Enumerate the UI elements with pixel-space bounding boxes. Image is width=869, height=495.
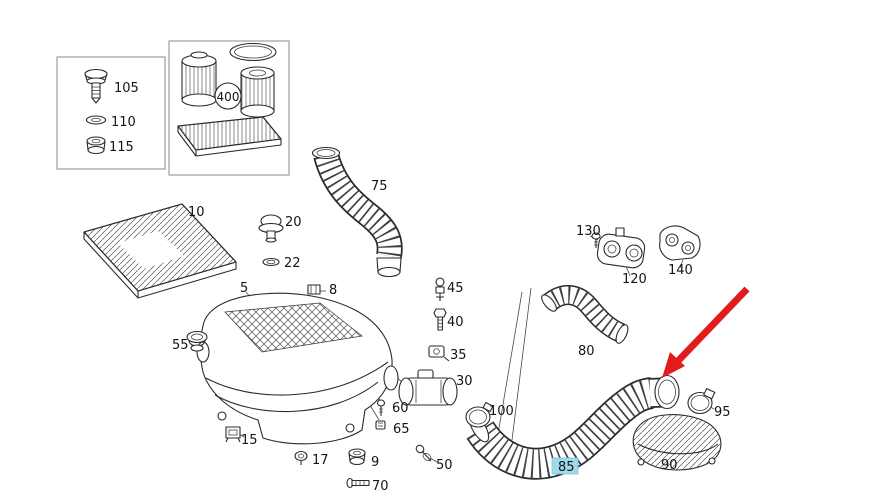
sensor-130-drawing (591, 232, 601, 248)
hose-85-drawing (466, 374, 680, 480)
part-label-55[interactable]: 55 (172, 338, 189, 353)
panel-filter-small-drawing (177, 116, 282, 157)
part-label-140[interactable]: 140 (668, 263, 693, 278)
part-label-95[interactable]: 95 (714, 405, 731, 420)
clip-8-drawing (307, 284, 321, 295)
screw-60-drawing (376, 399, 386, 416)
part-label-65[interactable]: 65 (393, 422, 410, 437)
part-label-17[interactable]: 17 (312, 453, 329, 468)
part-label-5[interactable]: 5 (240, 281, 248, 296)
part-label-30[interactable]: 30 (456, 374, 473, 389)
grommet-115-drawing (86, 136, 106, 155)
bracket-140-drawing (659, 225, 701, 261)
part-label-400[interactable]: 400 (217, 90, 240, 104)
valve-45-drawing (435, 277, 445, 301)
part-label-80[interactable]: 80 (578, 344, 595, 359)
gasket-ring-drawing (229, 42, 277, 62)
mount-20-drawing (258, 214, 284, 243)
maf-sensor-drawing (398, 369, 458, 406)
grommet-55-drawing (186, 330, 208, 352)
part-label-8[interactable]: 8 (329, 283, 337, 298)
part-label-60[interactable]: 60 (392, 401, 409, 416)
part-label-40[interactable]: 40 (447, 315, 464, 330)
air-filter-housing-drawing (196, 292, 399, 445)
plug-105-drawing (84, 68, 108, 104)
bolt-40-drawing (433, 308, 447, 331)
bracket-35-drawing (428, 345, 450, 362)
part-label-75[interactable]: 75 (371, 179, 388, 194)
filter-element-drawing (240, 66, 275, 118)
part-label-120[interactable]: 120 (622, 272, 647, 287)
ring-22-drawing (262, 257, 280, 267)
part-85-highlight (551, 457, 579, 475)
part-label-9[interactable]: 9 (371, 455, 379, 470)
part-label-85[interactable]: 85 (558, 460, 575, 475)
part-label-100[interactable]: 100 (489, 404, 514, 419)
washer-110-drawing (85, 115, 107, 125)
part-label-130[interactable]: 130 (576, 224, 601, 239)
group-400-circle (214, 82, 242, 110)
bracket-15-drawing (225, 426, 241, 443)
inset-box-b (168, 40, 290, 176)
inset-box-a (56, 56, 166, 170)
clip-65-drawing (375, 420, 386, 430)
part-label-90[interactable]: 90 (661, 458, 678, 473)
part-label-50[interactable]: 50 (436, 458, 453, 473)
part-label-115[interactable]: 115 (109, 140, 134, 155)
part-labels: 105 110 115 400 75 10 20 22 5 8 45 40 55… (109, 81, 731, 494)
part-label-110[interactable]: 110 (111, 115, 136, 130)
pointer-arrow (662, 286, 750, 378)
oil-filter-cartridge-drawing (181, 51, 217, 107)
part-label-45[interactable]: 45 (447, 281, 464, 296)
clip-17-drawing (294, 450, 308, 465)
screw-70-drawing (346, 477, 370, 489)
part-label-22[interactable]: 22 (284, 256, 301, 271)
grommet-9-drawing (348, 448, 366, 466)
screw-50-drawing (415, 444, 432, 462)
valve-120-drawing (596, 227, 646, 269)
part-label-105[interactable]: 105 (114, 81, 139, 96)
hose-75-drawing (311, 146, 403, 278)
part-label-10[interactable]: 10 (188, 205, 205, 220)
resonator-90-drawing (632, 414, 722, 471)
part-label-70[interactable]: 70 (372, 479, 389, 494)
hose-80-drawing (541, 285, 629, 344)
clamp-100-drawing (465, 401, 494, 428)
part-label-35[interactable]: 35 (450, 348, 467, 363)
clamp-95-drawing (687, 388, 716, 415)
part-label-20[interactable]: 20 (285, 215, 302, 230)
air-filter-panel-drawing (83, 203, 237, 299)
part-label-15[interactable]: 15 (241, 433, 258, 448)
